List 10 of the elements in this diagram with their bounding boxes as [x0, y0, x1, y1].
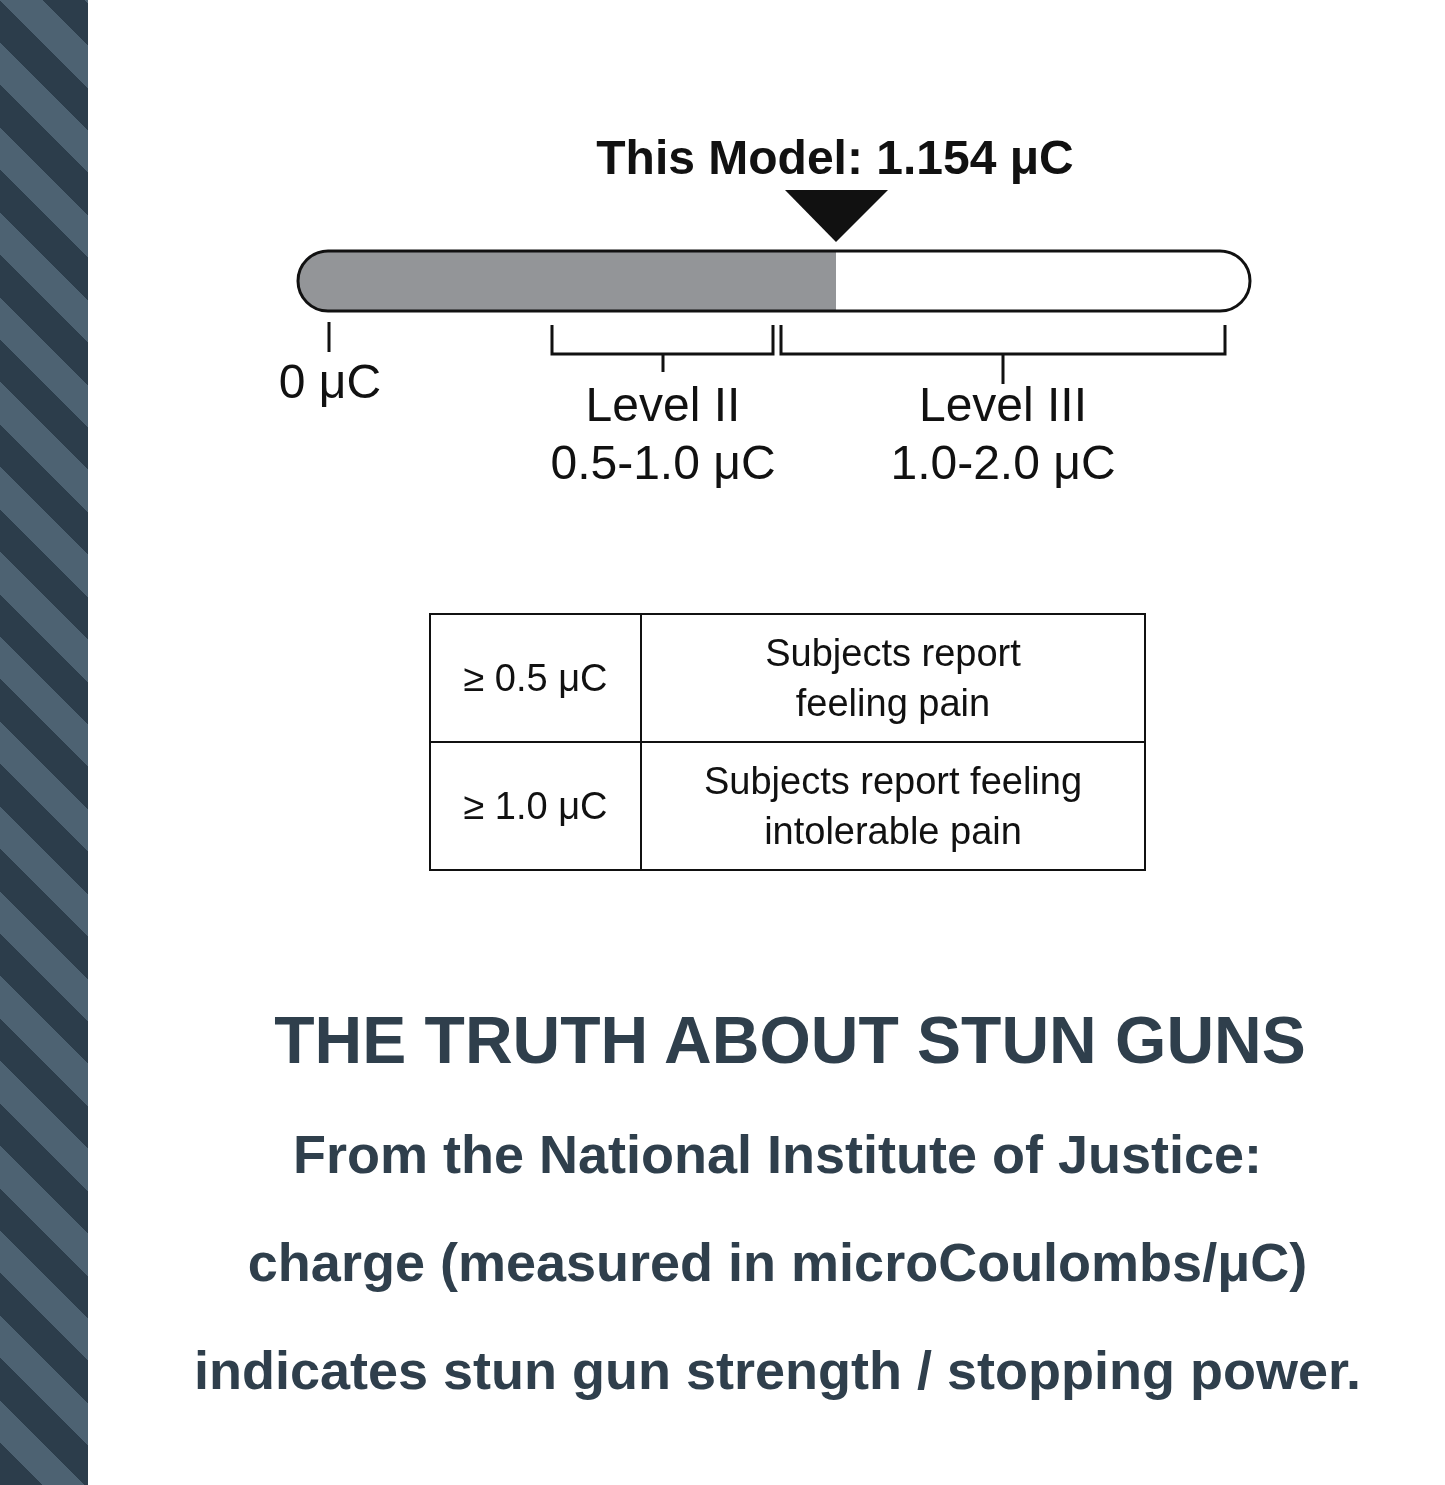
table-cell-text: ≥ 0.5 μC [463, 656, 608, 701]
table-cell-text: Subjects report feeling intolerable pain [702, 759, 1084, 854]
range-label: Level III 1.0-2.0 μC [889, 377, 1117, 491]
scale-label: 0 μC [277, 354, 383, 410]
marker-label: This Model: 1.154 μC [595, 130, 1075, 186]
heading: THE TRUTH ABOUT STUN GUNS [273, 1002, 1307, 1079]
range-label: Level II 0.5-1.0 μC [549, 377, 777, 491]
caption-text: From the National Institute of Justice: charge (measured in microCoulombs/μC) indicates stun gun strength / stopping power. [192, 1123, 1363, 1402]
table-cell-text: Subjects report feeling pain [764, 631, 1022, 726]
table-cell-text: ≥ 1.0 μC [463, 784, 608, 829]
